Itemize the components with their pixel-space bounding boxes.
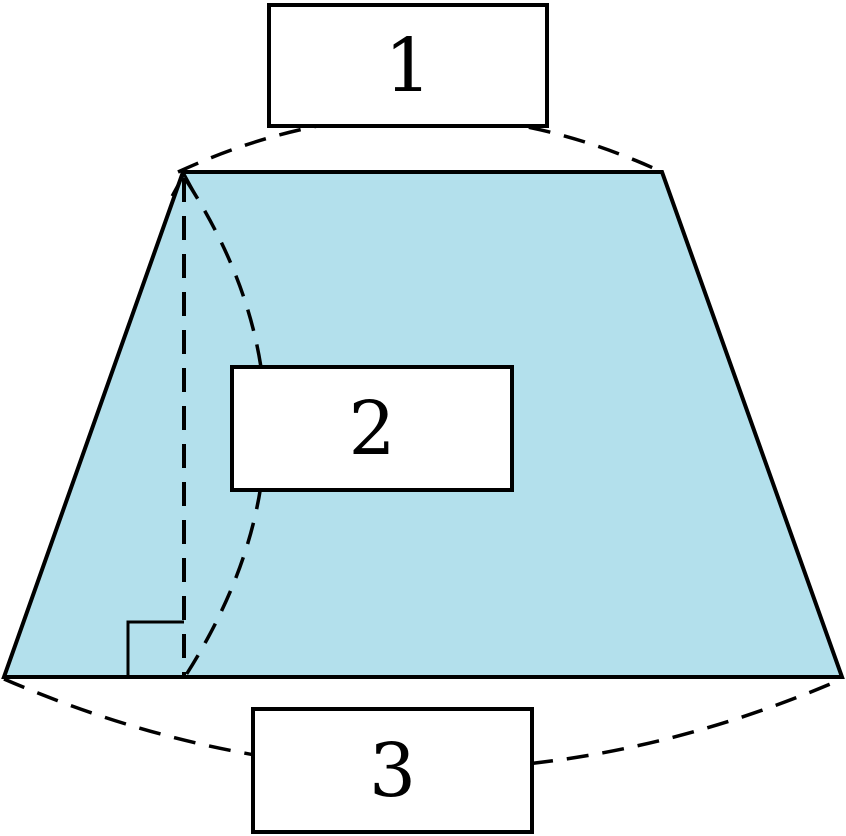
bottom-base-label: 3 [368, 727, 417, 814]
top-base-label: 1 [384, 22, 432, 109]
height-label: 2 [348, 385, 396, 472]
right-angle-mark [126, 620, 184, 677]
height-label-box: 2 [230, 365, 514, 492]
bottom-base-label-box: 3 [251, 707, 534, 834]
bottom-base-brace [3, 677, 843, 772]
top-base-label-box: 1 [267, 3, 549, 128]
